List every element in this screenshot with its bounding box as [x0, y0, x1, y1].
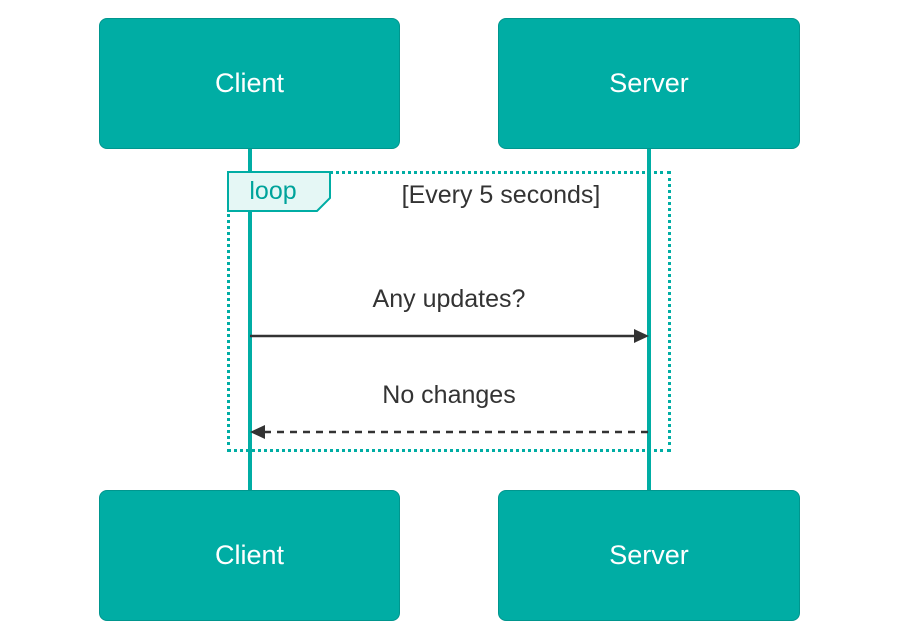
actor-client-top-label: Client: [214, 68, 285, 98]
actor-server-top-label: Server: [609, 68, 689, 98]
loop-condition: [Every 5 seconds]: [401, 181, 601, 209]
loop-frame: [227, 171, 671, 452]
lifeline-server: [647, 149, 651, 490]
actor-server-bottom-label: Server: [609, 540, 689, 570]
message-any-updates-label: Any updates?: [372, 285, 526, 313]
loop-label: loop: [249, 176, 297, 205]
message-no-changes-label: No changes: [382, 381, 516, 409]
actor-server-top: Server: [498, 18, 800, 149]
arrow-server-to-client: [250, 425, 649, 439]
actor-client-top: Client: [99, 18, 400, 149]
actor-server-bottom: Server: [498, 490, 800, 621]
actor-client-bottom-label: Client: [214, 540, 285, 570]
loop-label-shape: [227, 171, 331, 212]
arrow-client-to-server: [250, 329, 649, 343]
lifeline-client: [248, 149, 252, 490]
actor-client-bottom: Client: [99, 490, 400, 621]
